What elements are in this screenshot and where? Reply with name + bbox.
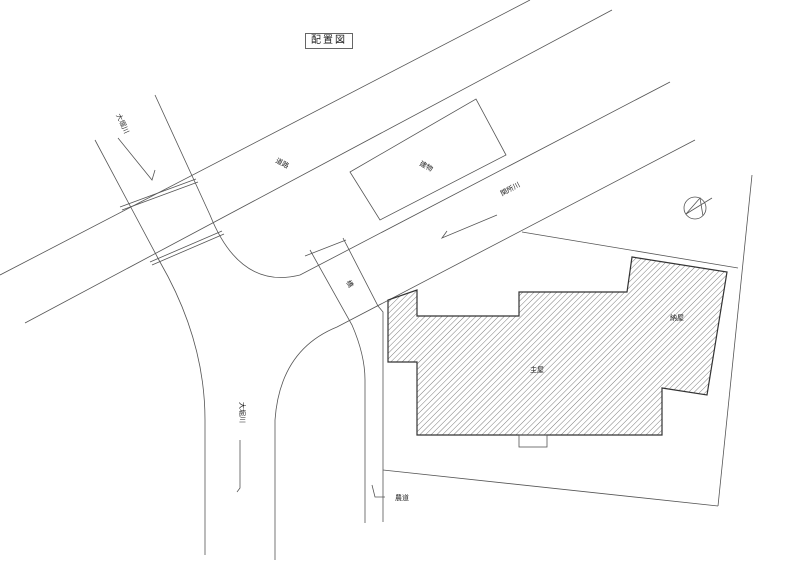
farm-road-leader	[371, 484, 385, 498]
river-left-bank	[94, 139, 206, 555]
bridge-side-right	[342, 237, 384, 522]
site-boundary-north	[521, 231, 739, 269]
building-outline	[349, 98, 507, 221]
road-bridge-line	[119, 178, 197, 208]
road-edge-top	[0, 0, 531, 276]
building-label: 建物	[418, 159, 435, 174]
road-bridge-line	[149, 230, 223, 263]
river-label-left: 大堀川	[238, 402, 247, 423]
canal-label: 関所川	[499, 180, 522, 198]
road-bridge-line	[121, 181, 199, 211]
canal-edge-upper	[154, 81, 671, 278]
bridge-end	[304, 239, 347, 257]
road-label: 道路	[274, 156, 291, 171]
drawing-title: 配置図	[305, 33, 353, 49]
entrance	[518, 434, 548, 448]
flow-arrow-top	[117, 137, 156, 181]
main-house-label: 主屋	[530, 365, 544, 374]
barn-label: 納屋	[670, 313, 684, 322]
site-boundary-south	[382, 469, 719, 507]
river-label-top: 大堀川	[114, 112, 131, 135]
site-boundary-east	[717, 174, 753, 507]
canal-edge-lower	[274, 139, 696, 560]
main-house-footprint	[387, 256, 728, 436]
bridge-label: 橋	[344, 279, 355, 290]
flow-arrow-canal	[440, 214, 498, 239]
bridge-side-left	[309, 249, 366, 523]
road-edge-bottom	[24, 9, 613, 324]
north-arrow-icon	[683, 196, 713, 220]
road-bridge-line	[151, 233, 225, 266]
farm-road-label: 農道	[395, 493, 409, 502]
flow-arrow-left	[236, 440, 241, 493]
